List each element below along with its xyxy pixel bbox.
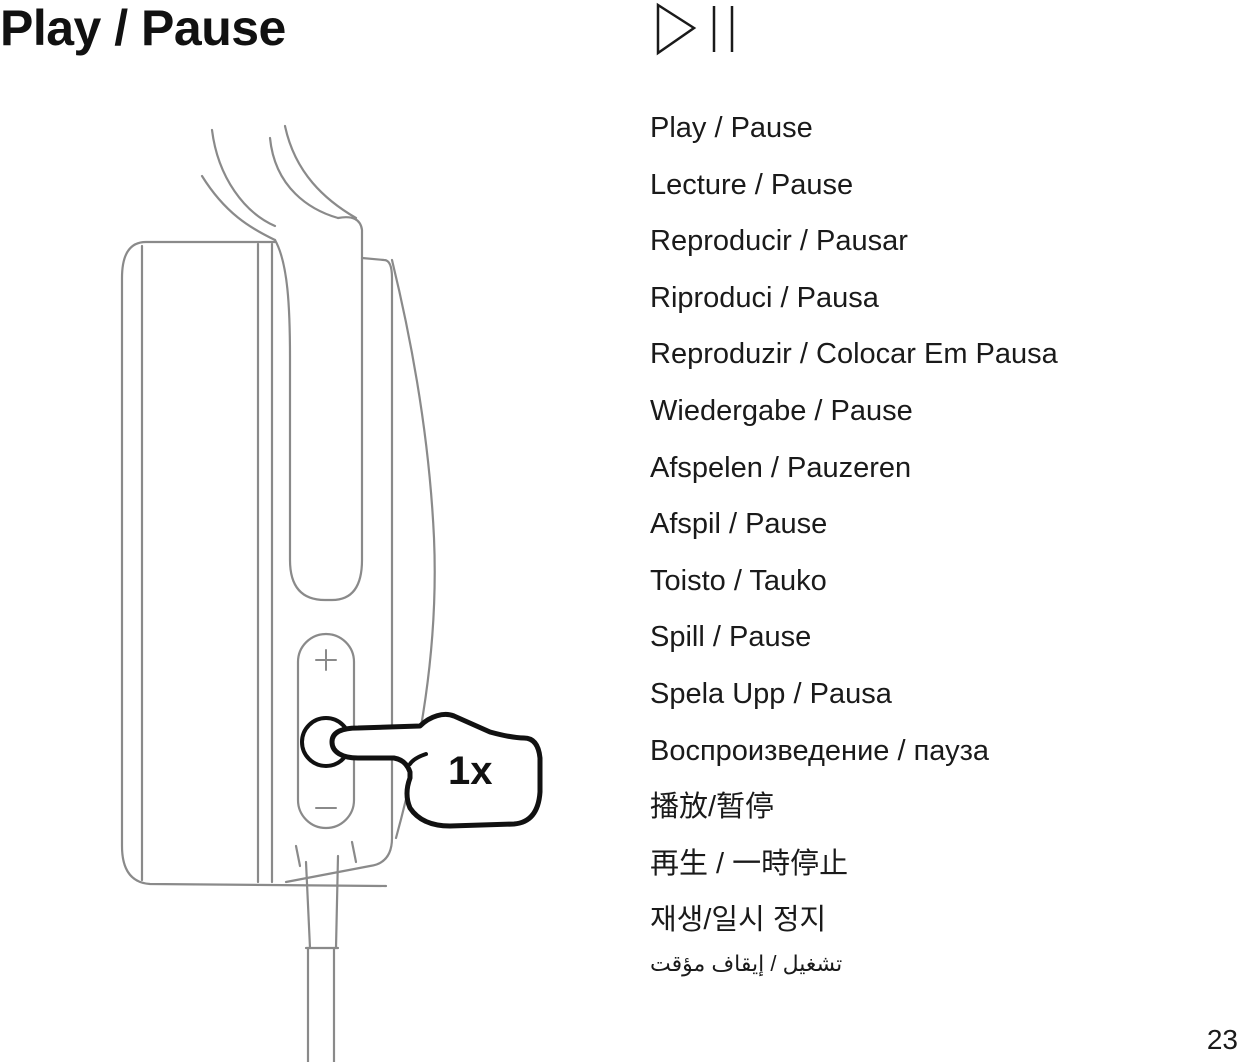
headband-strand: [285, 126, 356, 218]
label-french: Lecture / Pause: [650, 157, 1058, 214]
label-norwegian: Spill / Pause: [650, 609, 1058, 666]
cable: [308, 948, 334, 1062]
press-count-label: 1x: [448, 749, 493, 793]
label-english: Play / Pause: [650, 100, 1058, 157]
earcup-cushion: [122, 242, 386, 886]
headband-strand: [270, 138, 338, 218]
headband-strand: [202, 176, 275, 240]
label-dutch: Afspelen / Pauzeren: [650, 440, 1058, 497]
page-number: 23: [1207, 1024, 1238, 1056]
cable: [306, 856, 338, 948]
label-russian: Воспроизведение / пауза: [650, 723, 1058, 780]
label-portuguese: Reproduzir / Colocar Em Pausa: [650, 326, 1058, 383]
label-korean: 재생/일시 정지: [650, 892, 1058, 949]
page-title: Play / Pause: [0, 0, 286, 56]
pointing-hand-icon: [332, 714, 540, 826]
headband-strand: [212, 130, 275, 226]
play-pause-icon: [654, 2, 738, 56]
label-swedish: Spela Upp / Pausa: [650, 666, 1058, 723]
label-german: Wiedergabe / Pause: [650, 383, 1058, 440]
volume-up-mark: [316, 650, 336, 670]
label-danish: Afspil / Pause: [650, 496, 1058, 553]
label-chinese: 播放/暂停: [650, 779, 1058, 836]
label-arabic: تشغيل / إيقاف مؤقت: [650, 949, 1058, 989]
label-spanish: Reproducir / Pausar: [650, 213, 1058, 270]
earcup-housing: [286, 258, 392, 882]
headphone-earcup-illustration: 1x: [110, 118, 570, 1062]
translation-list: Play / Pause Lecture / Pause Reproducir …: [650, 100, 1058, 989]
label-japanese: 再生 / 一時停止: [650, 836, 1058, 893]
label-italian: Riproduci / Pausa: [650, 270, 1058, 327]
label-finnish: Toisto / Tauko: [650, 553, 1058, 610]
headband-arm: [275, 217, 362, 600]
